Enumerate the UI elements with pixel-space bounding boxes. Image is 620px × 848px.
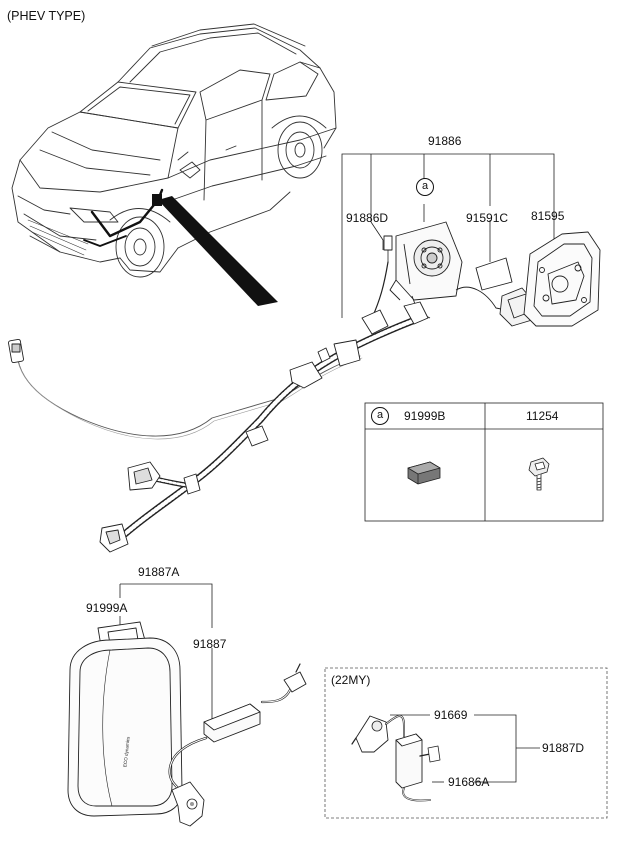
storage-bag-drawing (67, 621, 183, 817)
charging-door (523, 231, 601, 327)
part-label-91686a[interactable]: 91686A (448, 775, 490, 789)
part-label-81595[interactable]: 81595 (531, 209, 565, 223)
variant-label: (PHEV TYPE) (7, 9, 86, 23)
part-label-91887a[interactable]: 91887A (138, 565, 180, 579)
reference-mark-a[interactable]: a (416, 178, 434, 196)
sub-kit-box (324, 667, 608, 819)
part-label-91999a[interactable]: 91999A (86, 601, 128, 615)
part-label-91591c[interactable]: 91591C (466, 211, 509, 225)
adapter-cable-drawing (351, 715, 441, 802)
leader-lines-top (341, 153, 555, 318)
wiring-harness (17, 243, 424, 544)
table-part-11254[interactable]: 11254 (526, 409, 559, 423)
vehicle-illustration (11, 23, 337, 278)
part-label-91887[interactable]: 91887 (193, 637, 227, 651)
portable-charger-drawing (168, 663, 307, 827)
zoom-wedge (158, 196, 278, 306)
sub-kit-label: (22MY) (331, 673, 371, 687)
bolt-part-drawing (528, 457, 550, 491)
harness-connectors (8, 235, 429, 553)
charging-socket (389, 221, 535, 327)
part-label-91886[interactable]: 91886 (428, 134, 462, 148)
parts-table (364, 402, 604, 522)
leader-lines-sub-kit (390, 714, 540, 783)
clip-part-drawing (407, 461, 441, 485)
part-label-91886d[interactable]: 91886D (346, 211, 389, 225)
part-label-91887d[interactable]: 91887D (542, 741, 585, 755)
bag-brand-text: ECO dynamics (122, 736, 130, 768)
part-label-91669[interactable]: 91669 (434, 708, 468, 722)
table-part-91999b[interactable]: 91999B (404, 409, 446, 423)
table-reference-mark-a: a (371, 407, 389, 425)
